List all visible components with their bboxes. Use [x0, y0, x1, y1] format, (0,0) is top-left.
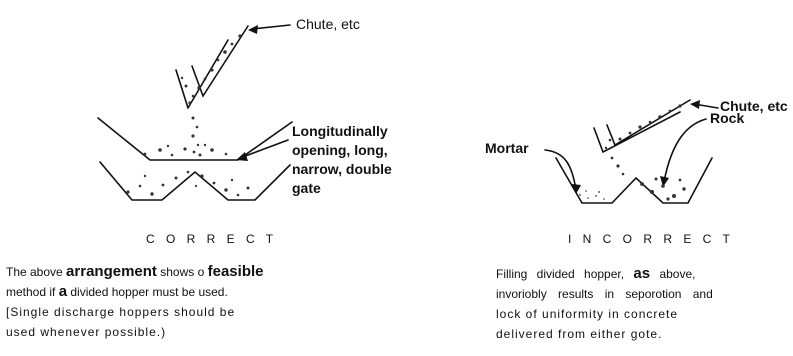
left-gate-arrow — [239, 139, 289, 159]
mortar-arrow — [544, 149, 577, 191]
right-caption: Filling divided hopper, as above, invori… — [496, 264, 713, 344]
caption-line: [Single discharge hoppers should be — [6, 305, 236, 319]
rock-label: Rock — [710, 110, 745, 126]
caption-line: used whenever possible.) — [6, 325, 167, 339]
caption-line: lock of uniformity in concrete — [496, 307, 679, 321]
caption-line: Filling divided hopper, as above, — [496, 265, 696, 282]
right-chute — [593, 99, 691, 153]
left-chute-arrowhead — [248, 25, 258, 34]
left-caption: The above arrangement shows o feasible m… — [6, 262, 264, 342]
left-upper-hopper — [97, 117, 293, 161]
left-lower-hopper — [99, 161, 291, 201]
left-chute-arrow — [251, 24, 291, 30]
right-hopper — [555, 157, 713, 204]
left-gate-label: Longitudinally opening, long, narrow, do… — [292, 122, 392, 198]
left-gate-arrowhead — [236, 152, 248, 161]
mortar-label: Mortar — [485, 140, 529, 156]
left-chute-label: Chute, etc — [296, 16, 360, 32]
caption-line: invoriobly results in seporotion and — [496, 287, 713, 301]
rock-arrowhead — [660, 176, 669, 187]
gate-label-line: narrow, double — [292, 161, 392, 177]
gate-label-line: gate — [292, 180, 321, 196]
caption-line: delivered from either gote. — [496, 327, 663, 341]
right-verdict: I N C O R R E C T — [568, 232, 734, 246]
gate-label-line: opening, long, — [292, 142, 388, 158]
rock-arrow — [663, 118, 707, 183]
right-chute-arrowhead — [690, 100, 700, 109]
caption-line: The above arrangement shows o feasible — [6, 263, 264, 280]
left-chute — [175, 25, 249, 109]
gate-label-line: Longitudinally — [292, 123, 388, 139]
mortar-arrowhead — [572, 184, 581, 194]
left-verdict: C O R R E C T — [146, 232, 278, 246]
right-chute-label: Chute, etc — [720, 98, 788, 114]
caption-line: method if a divided hopper must be used. — [6, 283, 228, 300]
